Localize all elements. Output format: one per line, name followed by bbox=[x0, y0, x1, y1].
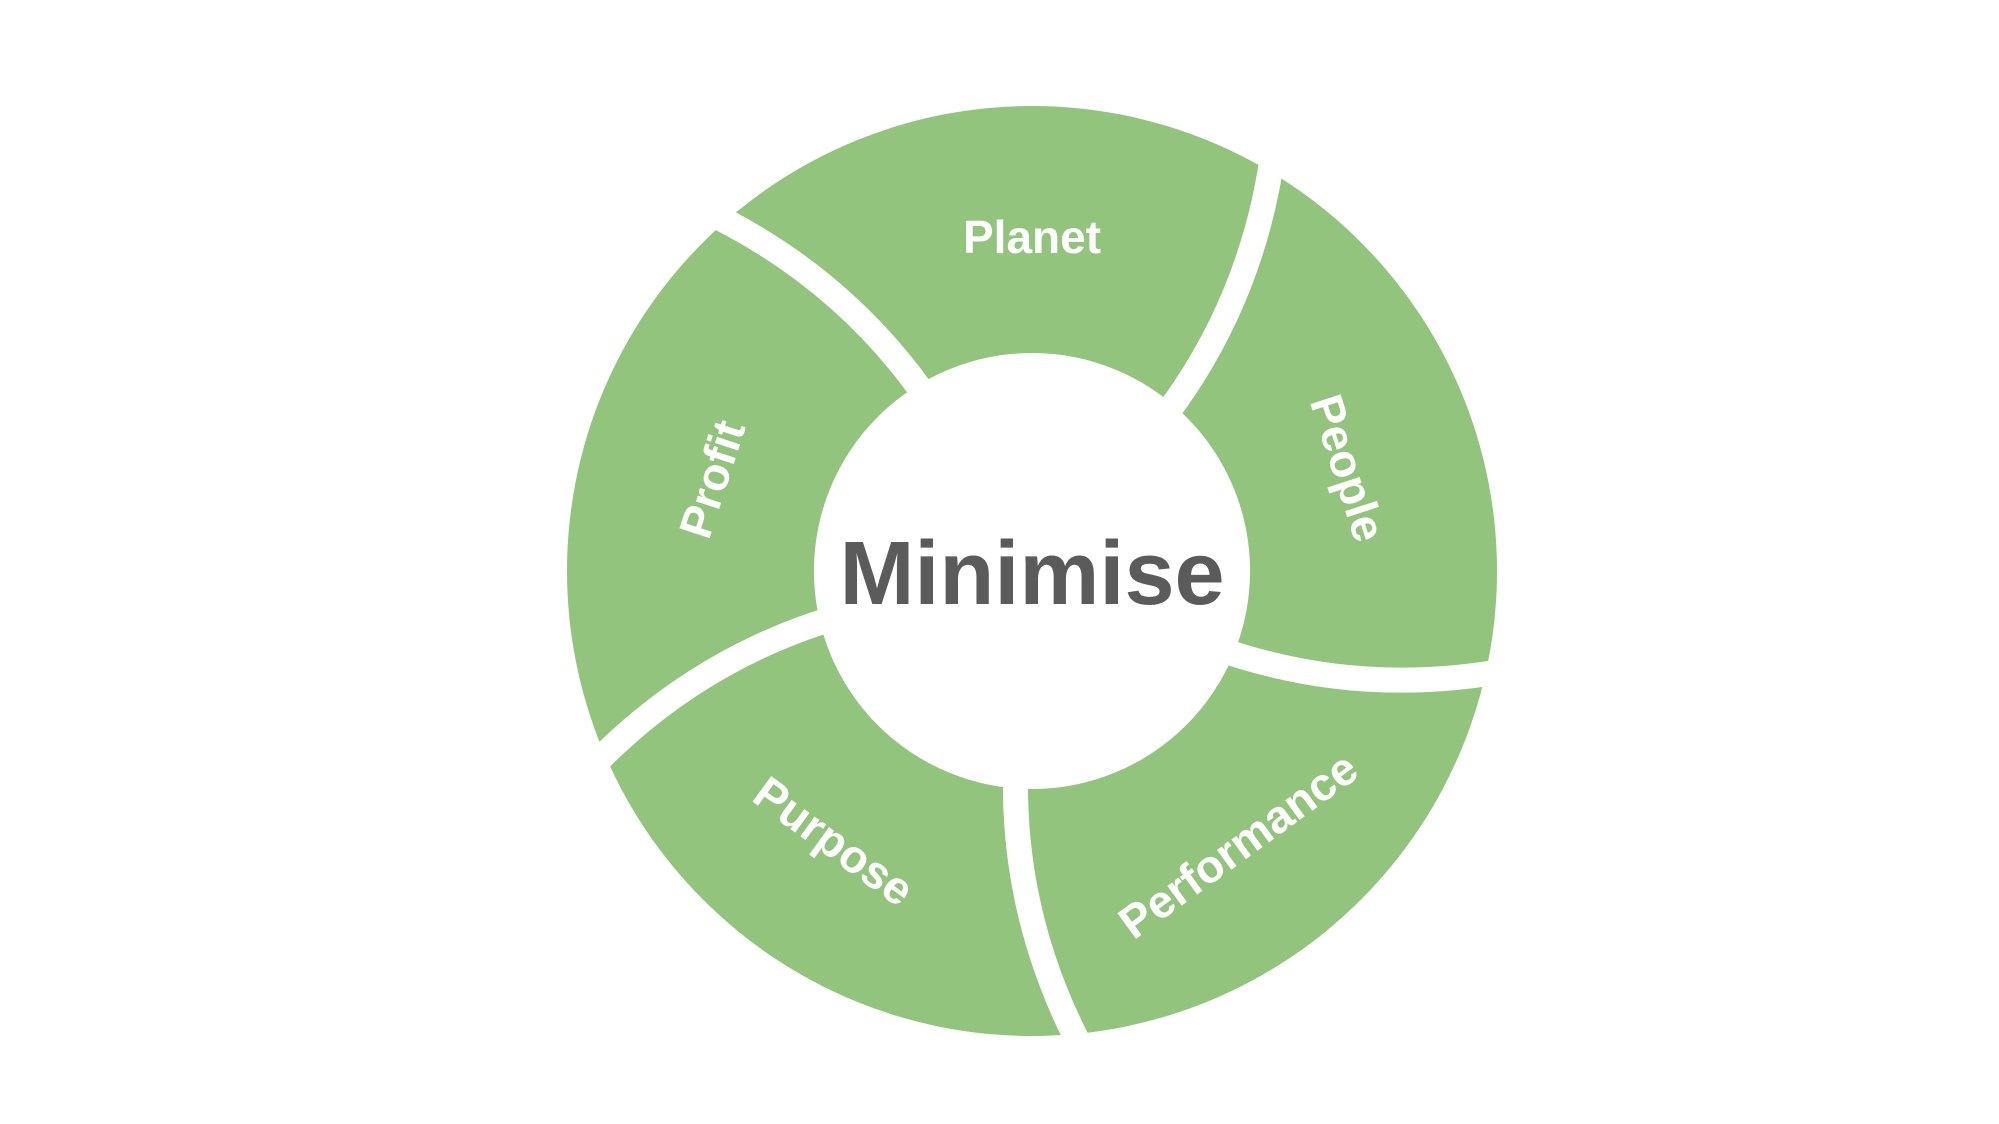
center-label: Minimise bbox=[839, 524, 1224, 624]
gap-planet-people bbox=[1148, 143, 1287, 433]
gap-performance-purpose bbox=[1002, 762, 1098, 1064]
gap-purpose-profit bbox=[576, 603, 848, 782]
ring bbox=[567, 106, 1497, 1036]
gap-people-performance bbox=[1205, 633, 1515, 693]
gap-profit-planet bbox=[696, 197, 943, 414]
ring-group: Planet People Performance Purpose Profit… bbox=[567, 106, 1515, 1064]
segment-gaps bbox=[576, 143, 1515, 1064]
segment-label-planet: Planet bbox=[963, 211, 1101, 263]
